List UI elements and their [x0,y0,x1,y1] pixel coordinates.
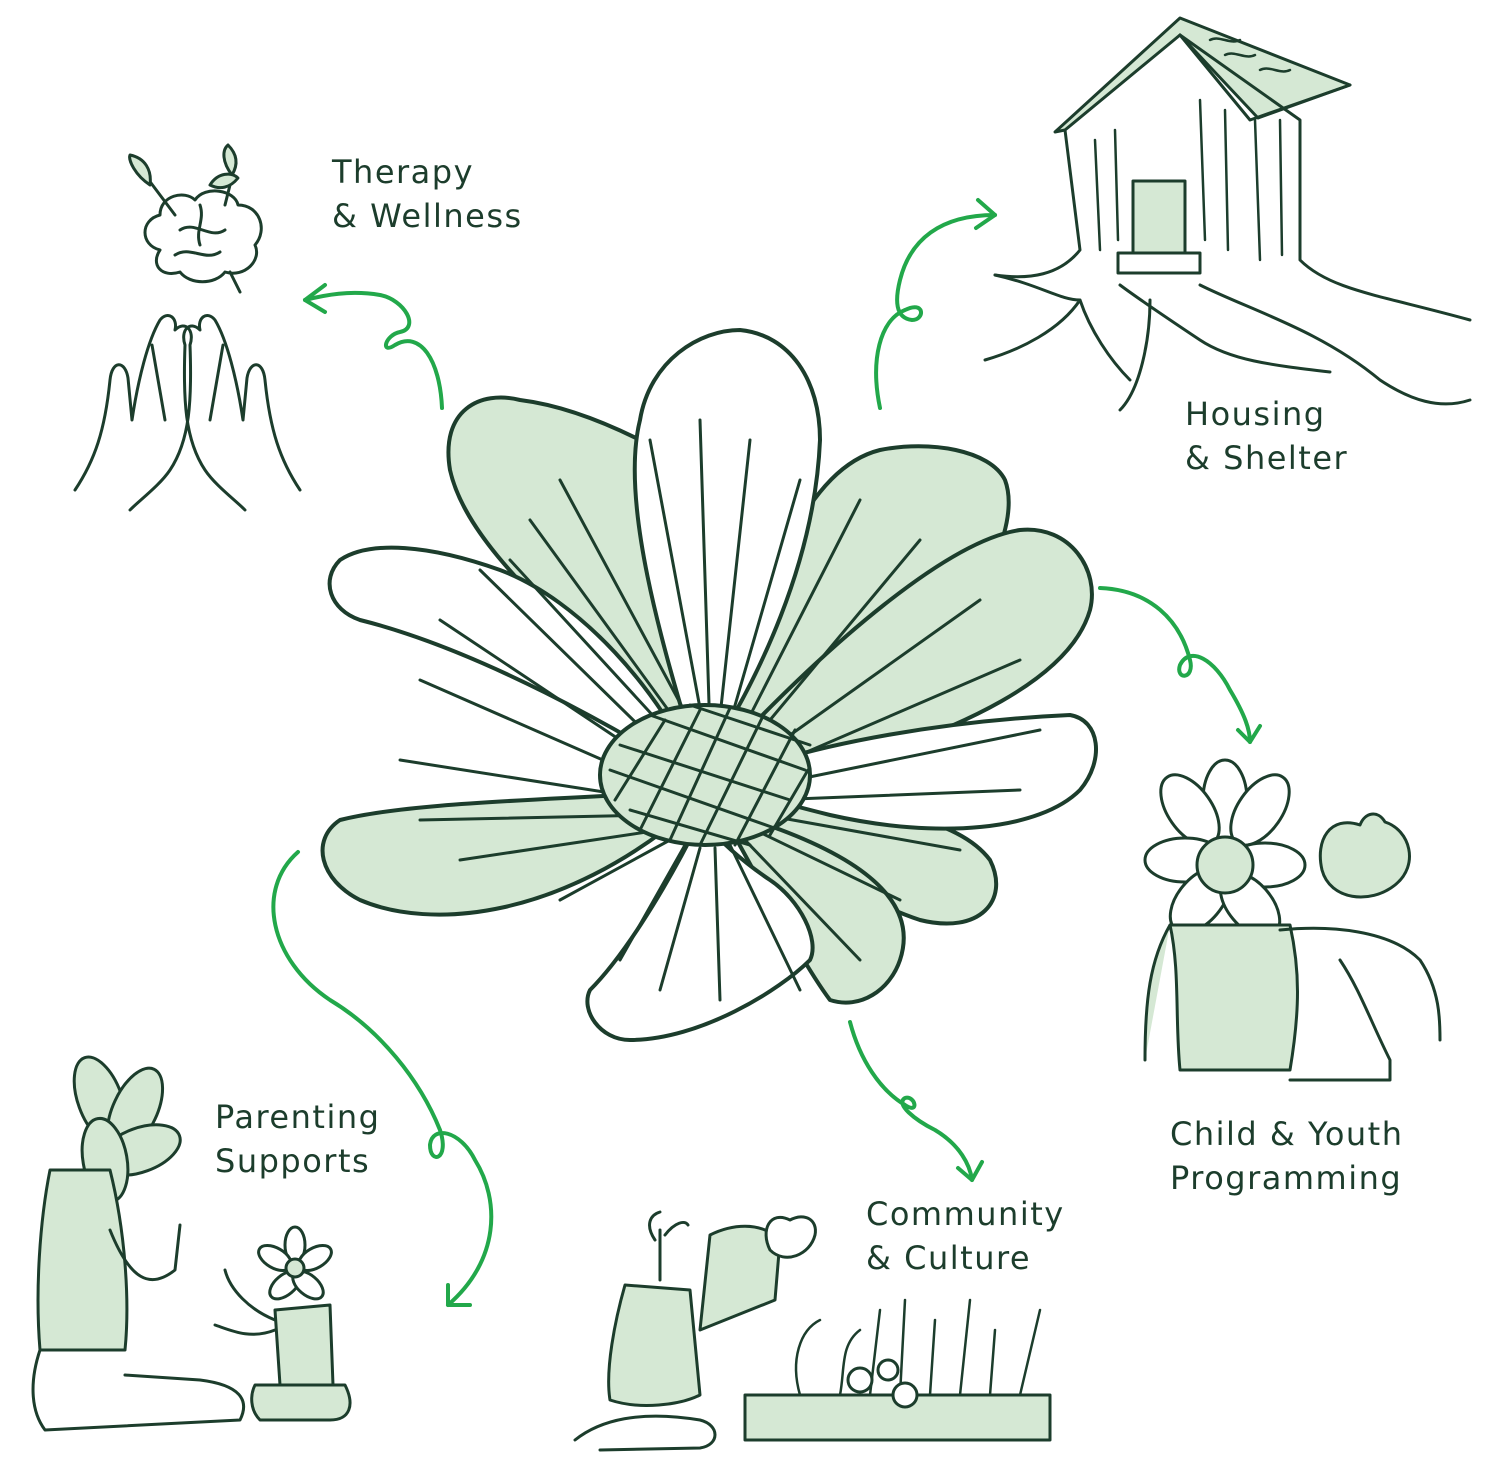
label-youth-line1: Child & Youth [1170,1112,1404,1156]
label-housing-line1: Housing [1185,392,1348,436]
label-housing-shelter: Housing & Shelter [1185,392,1348,480]
label-community-line2: & Culture [866,1236,1065,1280]
label-parenting-line1: Parenting [215,1095,380,1139]
arrow-to-therapy [305,285,442,408]
label-parenting-line2: Supports [215,1139,380,1183]
label-community-culture: Community & Culture [866,1192,1065,1280]
brain-hands-icon [75,145,300,510]
arrow-to-parenting [273,852,491,1305]
arrow-to-housing [876,200,995,408]
label-therapy-wellness: Therapy & Wellness [332,150,523,238]
flower-children-icon [1145,760,1440,1080]
label-youth-line2: Programming [1170,1156,1404,1200]
label-housing-line2: & Shelter [1185,436,1348,480]
label-therapy-line2: & Wellness [332,194,523,238]
arrow-to-community [850,1022,982,1180]
label-parenting-supports: Parenting Supports [215,1095,380,1183]
label-community-line1: Community [866,1192,1065,1236]
flower-icon [323,330,1096,1040]
tree-stump-house-icon [985,18,1470,410]
label-therapy-line1: Therapy [332,150,523,194]
label-child-youth: Child & Youth Programming [1170,1112,1404,1200]
arrow-to-youth [1100,588,1260,742]
